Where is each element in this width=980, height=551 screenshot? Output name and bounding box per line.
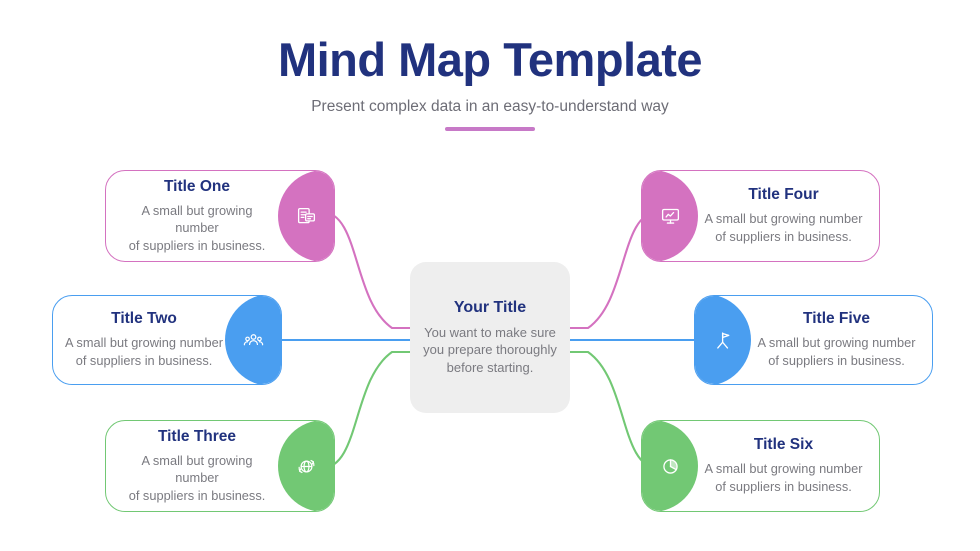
card-title-two[interactable]: Title Two A small but growing number of … — [52, 295, 282, 385]
card-title: Title Two — [111, 310, 177, 328]
card-description: A small but growing number of suppliers … — [128, 452, 266, 503]
card-title: Title Four — [748, 186, 819, 204]
people-group-icon — [225, 296, 281, 384]
card-title: Title One — [163, 177, 231, 195]
card-description: A small but growing number of suppliers … — [704, 211, 863, 244]
card-description: A small but growing number of suppliers … — [704, 461, 863, 494]
card-title: Title Three — [157, 427, 237, 445]
card-title-five[interactable]: Title Five A small but growing number of… — [694, 295, 933, 385]
card-title-one[interactable]: Title One A small but growing number of … — [105, 170, 335, 262]
card-title-six[interactable]: Title Six A small but growing number of … — [641, 420, 880, 512]
monitor-presentation-icon — [642, 171, 698, 261]
card-description: A small but growing number of suppliers … — [757, 335, 916, 368]
card-description: A small but growing number of suppliers … — [65, 335, 223, 368]
center-node-description: You want to make sure you prepare thorou… — [423, 324, 557, 375]
page-subtitle: Present complex data in an easy-to-under… — [311, 98, 669, 115]
globe-refresh-icon — [278, 421, 334, 511]
card-description: A small but growing number of suppliers … — [128, 202, 266, 253]
center-node-title: Your Title — [453, 298, 527, 316]
connector-green-left — [321, 350, 412, 470]
card-title-four[interactable]: Title Four A small but growing number of… — [641, 170, 880, 262]
card-title-three[interactable]: Title Three A small but growing number o… — [105, 420, 335, 512]
connector-pink-left — [321, 210, 412, 330]
page-title: Mind Map Template — [277, 33, 703, 86]
card-title: Title Six — [753, 436, 814, 454]
card-title: Title Five — [803, 310, 870, 328]
center-node[interactable]: Your Title You want to make sure you pre… — [410, 262, 570, 413]
flag-goal-icon — [695, 296, 751, 384]
document-report-icon — [278, 171, 334, 261]
pie-chart-icon — [642, 421, 698, 511]
title-divider — [445, 127, 535, 131]
